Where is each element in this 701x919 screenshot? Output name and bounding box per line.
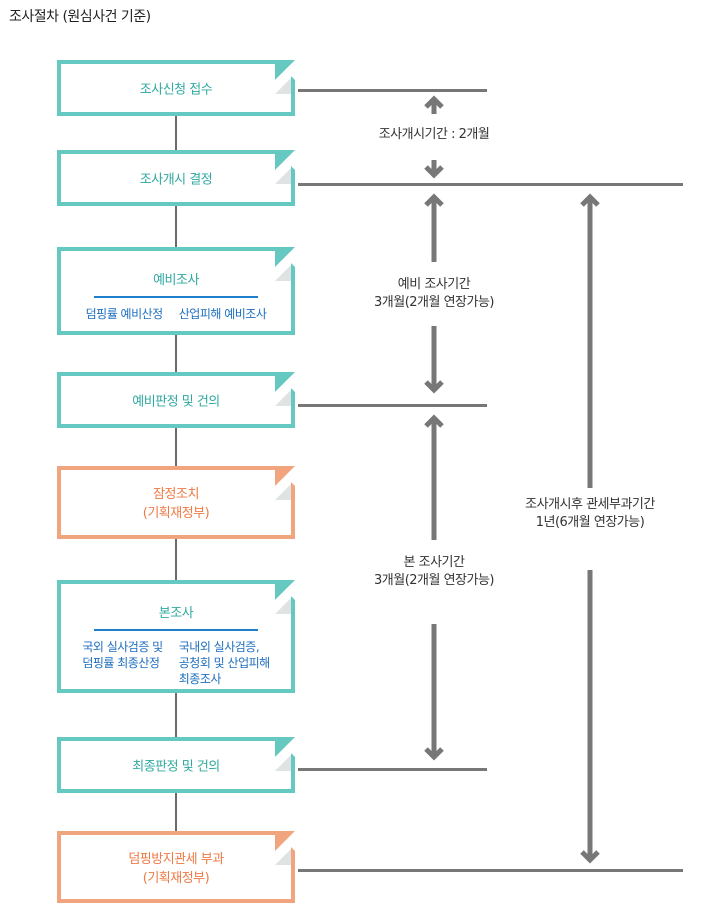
divider: [94, 296, 258, 298]
step-final-determination: 최종판정 및 건의: [57, 737, 295, 793]
step-label: 본조사: [158, 606, 194, 621]
folded-corner-icon: [275, 831, 295, 851]
milestone-line-duty: [298, 869, 683, 872]
period-duty-title: 조사개시후 관세부과기간: [525, 497, 655, 512]
folded-corner-icon: [275, 580, 295, 600]
step-antidumping-duty: 덤핑방지관세 부과 (기획재정부): [57, 831, 295, 903]
step-label: 최종판정 및 건의: [132, 759, 220, 775]
step-label: 예비조사: [153, 273, 199, 288]
milestone-line-initiation: [298, 183, 683, 186]
arrow-up-icon: [580, 193, 600, 488]
folded-corner-icon: [275, 247, 295, 267]
folded-corner-icon: [275, 737, 295, 757]
milestone-line-preliminary: [298, 404, 487, 407]
divider: [94, 629, 258, 631]
arrow-down-icon: [424, 624, 444, 761]
step-provisional-measures: 잠정조치 (기획재정부): [57, 466, 295, 539]
folded-corner-icon: [275, 466, 295, 486]
period-initiation: 조사개시기간 : 2개월: [379, 126, 490, 144]
step-application-received: 조사신청 접수: [57, 60, 295, 116]
arrow-up-icon: [424, 414, 444, 540]
arrow-up-icon: [424, 95, 444, 114]
period-duty: 조사개시후 관세부과기간 1년(6개월 연장가능): [525, 496, 655, 532]
period-main: 본 조사기간 3개월(2개월 연장가능): [374, 554, 495, 590]
step-sublabel: (기획재정부): [142, 506, 210, 521]
step-label: 조사신청 접수: [139, 82, 213, 98]
step-investigation-initiation: 조사개시 결정: [57, 150, 295, 206]
folded-corner-icon: [275, 150, 295, 170]
arrow-down-icon: [424, 326, 444, 394]
period-initiation-text: 조사개시기간 : 2개월: [378, 127, 490, 142]
step-label: 조사개시 결정: [139, 172, 213, 188]
detail-dumping-margin: 덤핑률 예비산정: [85, 307, 164, 321]
step-preliminary-determination: 예비판정 및 건의: [57, 372, 295, 428]
period-main-duration: 3개월(2개월 연장가능): [374, 573, 495, 588]
arrow-up-icon: [424, 193, 444, 262]
period-preliminary: 예비 조사기간 3개월(2개월 연장가능): [374, 276, 495, 312]
folded-corner-icon: [275, 60, 295, 80]
period-preliminary-duration: 3개월(2개월 연장가능): [374, 295, 495, 310]
milestone-line-application: [298, 89, 487, 92]
step-main-investigation: 본조사 국외 실사검증 및 덤핑률 최종산정 국내외 실사검증, 공청회 및 산…: [57, 580, 295, 693]
detail-overseas-verification: 국외 실사검증 및 덤핑률 최종산정: [82, 640, 163, 670]
step-preliminary-investigation: 예비조사 덤핑률 예비산정 산업피해 예비조사: [57, 247, 295, 335]
period-duty-duration: 1년(6개월 연장가능): [535, 515, 645, 530]
diagram-title: 조사절차 (원심사건 기준): [9, 9, 151, 25]
arrow-down-icon: [424, 160, 444, 179]
detail-domestic-verification: 국내외 실사검증, 공청회 및 산업피해 최종조사: [178, 640, 270, 686]
step-label: 덤핑방지관세 부과: [128, 852, 224, 867]
period-main-title: 본 조사기간: [403, 555, 465, 570]
period-preliminary-title: 예비 조사기간: [397, 277, 471, 292]
step-label: 예비판정 및 건의: [132, 394, 220, 410]
milestone-line-final: [298, 768, 487, 771]
detail-injury: 산업피해 예비조사: [178, 307, 267, 321]
arrow-down-icon: [580, 570, 600, 864]
step-sublabel: (기획재정부): [142, 871, 210, 886]
step-label: 잠정조치: [153, 487, 199, 502]
folded-corner-icon: [275, 372, 295, 392]
